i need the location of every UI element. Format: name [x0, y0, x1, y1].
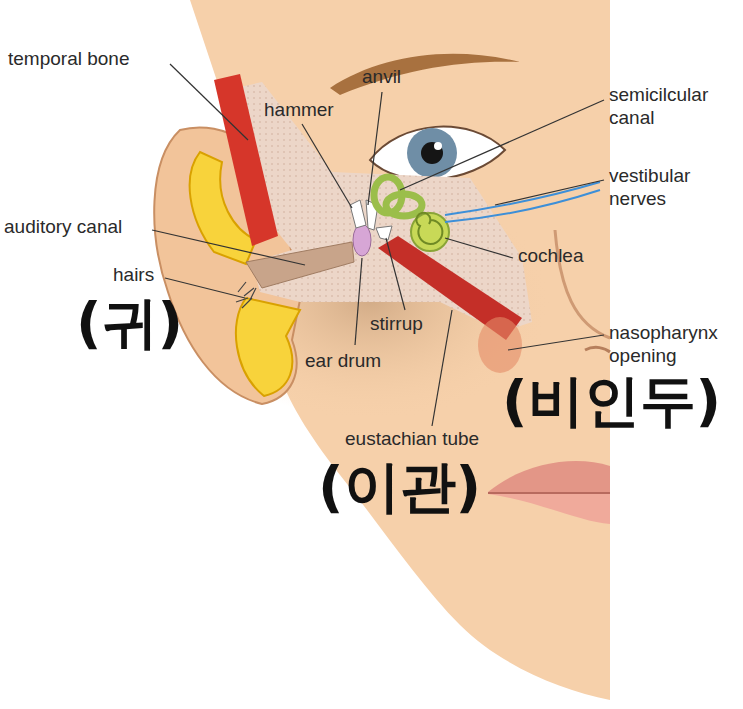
iris — [407, 128, 457, 178]
korean-label: (귀) — [76, 292, 183, 354]
cochlea-spiral — [416, 213, 442, 244]
pupil — [421, 142, 443, 164]
part-label: eustachian tube — [345, 428, 479, 451]
lip-line — [488, 492, 610, 494]
part-label: auditory canal — [4, 216, 122, 239]
vestibular-nerves — [445, 182, 600, 222]
part-label: temporal bone — [8, 48, 129, 71]
auditory-canal — [246, 242, 354, 288]
part-label: semicilcular canal — [609, 84, 737, 130]
lower-lip — [488, 494, 610, 524]
part-label: hammer — [264, 99, 334, 122]
upper-lip — [488, 461, 610, 492]
part-label: stirrup — [370, 313, 423, 336]
ear-drum — [353, 224, 371, 256]
face-skin — [190, 0, 610, 700]
stirrup-bone — [376, 226, 392, 240]
cartilage-lower — [236, 298, 300, 396]
nasopharynx — [478, 317, 522, 373]
korean-label: (이관) — [318, 456, 481, 518]
part-label: vestibular nerves — [609, 165, 737, 211]
part-label: anvil — [362, 66, 401, 89]
cochlea — [411, 213, 449, 251]
bone-section — [236, 82, 532, 332]
part-label: ear drum — [305, 350, 381, 373]
nostril — [585, 347, 610, 352]
hairs — [236, 282, 256, 308]
part-label: nasopharynx opening — [609, 322, 737, 368]
part-label: hairs — [113, 264, 154, 287]
hammer-bone — [350, 200, 366, 228]
eye-glint — [434, 142, 442, 150]
eyebrow — [330, 54, 520, 95]
korean-label: (비인두) — [502, 370, 721, 432]
part-label: cochlea — [518, 245, 584, 268]
